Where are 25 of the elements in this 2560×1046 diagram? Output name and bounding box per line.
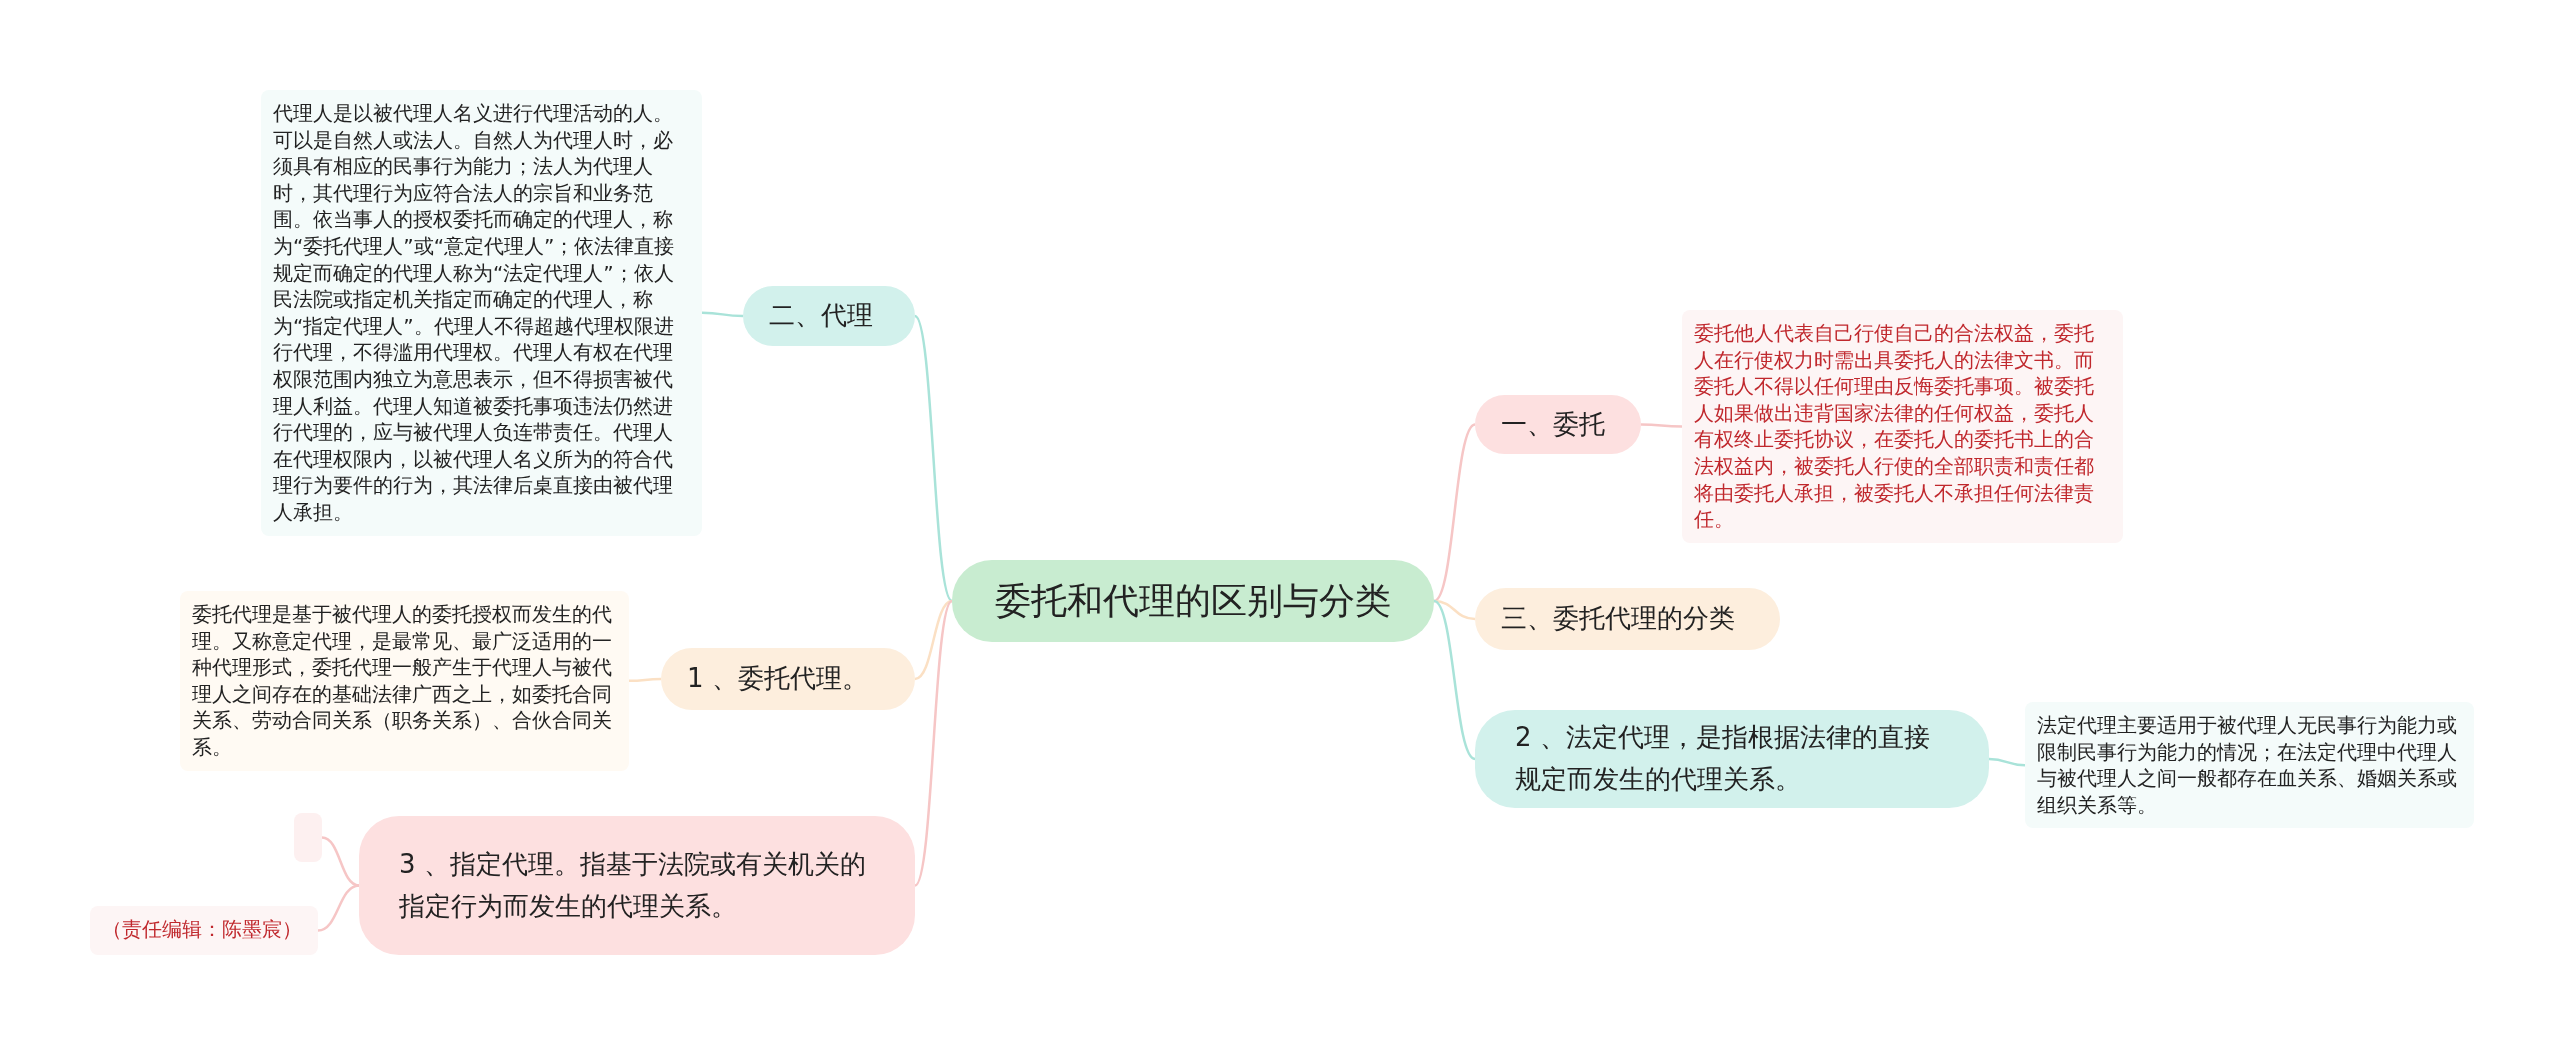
note-text: 代理人是以被代理人名义进行代理活动的人。可以是自然人或法人。自然人为代理人时，必须具有相应的民事行为能力；法人为代理人时，其代理行为应符合法人的宗旨和业务范围。依当事人的授权委托而确定的代理人，称为“委托代理人”或“意定代理人”；依法律直接规定而确定的代理人称为“法定代理人”；依人民法院或指定机关指定而确定的代理人，称为“指定代理人”。代理人不得超越代理权限进行代理，不得滥用代理权。代理人有权在代理权限范围内独立为意思表示，但不得损害被代理人利益。代理人知道被委托事项违法仍然进行代理的，应与被代理人负连带责任。代理人在代理权限内，以被代理人名义所为的符合代理行为要件的行为，其法律后桌直接由被代理人承担。 <box>261 90 702 536</box>
note-text: 委托代理是基于被代理人的委托授权而发生的代理。又称意定代理，是最常见、最广泛适用的一种代理形式，委托代理一般产生于代理人与被代理人之间存在的基础法律广西之上，如委托合同关系、劳动合同关系（职务关系）、合伙合同关系。 <box>180 591 629 771</box>
connector-line <box>1641 423 1682 428</box>
connector-line <box>914 600 953 887</box>
topic-box: 二、代理 <box>743 286 915 346</box>
topic-box: 3 、指定代理。指基于法院或有关机关的指定行为而发生的代理关系。 <box>359 816 915 955</box>
connector-line <box>629 677 661 683</box>
connector-line <box>914 599 953 681</box>
connector-line <box>317 884 360 932</box>
connector-line <box>1433 599 1476 761</box>
topic-box: 2 、法定代理，是指根据法律的直接规定而发生的代理关系。 <box>1475 710 1989 808</box>
connector-line <box>1433 423 1476 602</box>
central-topic: 委托和代理的区别与分类 <box>952 560 1434 642</box>
connector-line <box>914 315 953 602</box>
connector-line <box>321 836 360 887</box>
note-text: 法定代理主要适用于被代理人无民事行为能力或限制民事行为能力的情况；在法定代理中代理人与被代理人之间一般都存在血关系、婚姻关系或组织关系等。 <box>2025 702 2474 829</box>
empty-box <box>294 813 322 862</box>
note-text: （责任编辑：陈墨宸） <box>90 906 318 955</box>
connector-line <box>1433 599 1476 621</box>
connector-line <box>1988 757 2026 767</box>
note-text: 委托他人代表自己行使自己的合法权益，委托人在行使权力时需出具委托人的法律文书。而委托人不得以任何理由反悔委托事项。被委托人如果做出违背国家法律的任何权益，委托人有权终止委托协议，在委托人的委托书上的合法权益内，被委托人行使的全部职责和责任都将由委托人承担，被委托人不承担任何法律责任。 <box>1682 310 2123 543</box>
topic-box: 一、委托 <box>1475 395 1641 454</box>
connector-line <box>702 311 743 318</box>
topic-box: 1 、委托代理。 <box>661 648 915 710</box>
topic-box: 三、委托代理的分类 <box>1475 588 1780 650</box>
